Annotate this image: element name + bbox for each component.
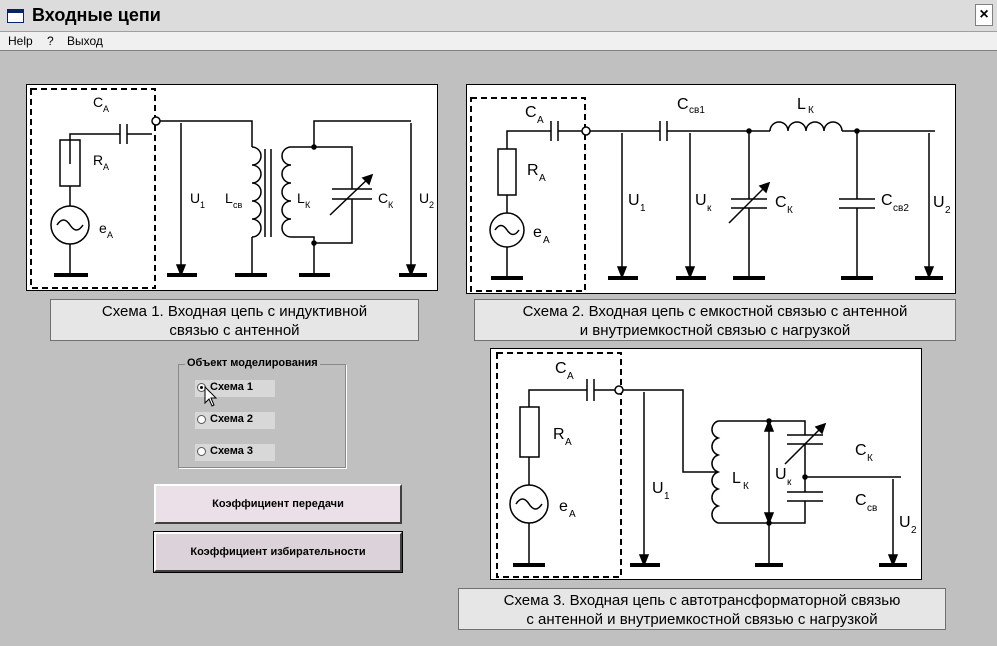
- scheme-1-caption-line-1: Схема 1. Входная цепь с индуктивной: [101, 303, 368, 320]
- label-uk-sub: к: [787, 477, 792, 488]
- label-u2: U: [933, 194, 945, 211]
- label-u1-sub: 1: [200, 200, 205, 210]
- label-csv2-sub: св2: [893, 203, 909, 214]
- label-u2: U: [899, 514, 911, 531]
- label-ea-sub: A: [107, 230, 113, 240]
- label-u2-sub: 2: [945, 205, 951, 216]
- label-ca: C: [555, 360, 567, 377]
- radio-scheme-3-label: Схема 3: [210, 445, 254, 457]
- label-ck: C: [855, 442, 867, 459]
- window-title: Входные цепи: [32, 5, 161, 25]
- scheme-1-caption: Схема 1. Входная цепь с индуктивной связ…: [50, 299, 419, 341]
- label-u1-sub: 1: [664, 491, 670, 502]
- label-uk: U: [695, 192, 707, 209]
- label-ca-sub: A: [103, 104, 109, 114]
- model-object-label: Объект моделирования: [185, 357, 320, 369]
- label-ra-sub: A: [565, 437, 572, 448]
- mouse-pointer-icon: [204, 386, 218, 407]
- label-csv1-sub: св1: [689, 105, 705, 116]
- label-u2-sub: 2: [429, 200, 434, 210]
- label-ra: R: [93, 152, 103, 168]
- label-lk: L: [797, 96, 806, 113]
- label-ca: C: [525, 104, 537, 121]
- scheme-2-caption-line-1: Схема 2. Входная цепь с емкостной связью…: [522, 303, 908, 320]
- label-lsv: L: [225, 190, 233, 206]
- label-lk-sub: К: [743, 481, 749, 492]
- label-lsv-sub: св: [233, 200, 243, 210]
- label-ck: C: [378, 190, 388, 206]
- radio-scheme-2[interactable]: Схема 2: [195, 412, 275, 429]
- label-u1: U: [628, 192, 640, 209]
- label-u1-sub: 1: [640, 203, 646, 214]
- label-uk: U: [775, 466, 787, 483]
- scheme-2-diagram: C A R A e A C св1 L К U 1 U к C К C св2 …: [466, 84, 956, 294]
- label-ca: C: [93, 94, 103, 110]
- radio-scheme-1-label: Схема 1: [210, 381, 254, 393]
- menu-exit[interactable]: Выход: [67, 34, 103, 48]
- label-ea: e: [559, 498, 568, 515]
- close-button[interactable]: ×: [975, 4, 993, 26]
- label-csv2: C: [881, 192, 893, 209]
- label-ra-sub: A: [103, 162, 109, 172]
- label-lk-sub: К: [808, 105, 814, 116]
- title-bar: Входные цепи ×: [0, 0, 997, 32]
- label-ca-sub: A: [567, 371, 574, 382]
- radio-dot-icon[interactable]: [197, 415, 206, 424]
- scheme-3-caption: Схема 3. Входная цепь с автотрансформато…: [458, 588, 946, 630]
- radio-scheme-3[interactable]: Схема 3: [195, 444, 275, 461]
- label-uk-sub: к: [707, 203, 712, 214]
- label-ra-sub: A: [539, 173, 546, 184]
- scheme-3-caption-line-2: с антенной и внутриемкостной связью с на…: [526, 611, 878, 628]
- radio-dot-icon[interactable]: [197, 447, 206, 456]
- menu-bar: Help ? Выход: [0, 32, 997, 51]
- scheme-3-diagram: C A R A e A U 1 L К U к C К C св U 2: [490, 348, 922, 580]
- label-ck-sub: К: [388, 200, 394, 210]
- label-ea: e: [99, 220, 107, 236]
- label-ra: R: [527, 162, 539, 179]
- label-u2: U: [419, 190, 429, 206]
- label-ck-sub: К: [787, 205, 793, 216]
- model-object-group: Объект моделирования Схема 1 Схема 2 Схе…: [178, 357, 346, 468]
- label-ck: C: [775, 194, 787, 211]
- label-u1: U: [652, 480, 664, 497]
- selectivity-coefficient-button[interactable]: Коэффициент избирательности: [153, 531, 403, 573]
- label-lk-sub: К: [305, 200, 311, 210]
- window-icon: [7, 9, 24, 23]
- label-ea: e: [533, 224, 542, 241]
- label-ca-sub: A: [537, 115, 544, 126]
- label-u1: U: [190, 190, 200, 206]
- label-ea-sub: A: [569, 509, 576, 520]
- label-csv-sub: св: [867, 503, 877, 514]
- scheme-1-diagram: C A R A e A U 1 L св L К C К U 2: [26, 84, 438, 291]
- transfer-coefficient-button[interactable]: Коэффициент передачи: [154, 484, 402, 524]
- scheme-1-caption-line-2: связью с антенной: [169, 322, 300, 339]
- label-ra: R: [553, 426, 565, 443]
- scheme-3-caption-line-1: Схема 3. Входная цепь с автотрансформато…: [503, 592, 901, 609]
- label-u2-sub: 2: [911, 525, 917, 536]
- label-csv: C: [855, 492, 867, 509]
- label-ck-sub: К: [867, 453, 873, 464]
- menu-about[interactable]: ?: [47, 34, 54, 48]
- label-ea-sub: A: [543, 235, 550, 246]
- radio-scheme-2-label: Схема 2: [210, 413, 254, 425]
- label-lk: L: [732, 470, 741, 487]
- scheme-2-caption-line-2: и внутриемкостной связью с нагрузкой: [579, 322, 851, 339]
- scheme-2-caption: Схема 2. Входная цепь с емкостной связью…: [474, 299, 956, 341]
- label-csv1: C: [677, 96, 689, 113]
- menu-help[interactable]: Help: [8, 34, 33, 48]
- label-lk: L: [297, 190, 305, 206]
